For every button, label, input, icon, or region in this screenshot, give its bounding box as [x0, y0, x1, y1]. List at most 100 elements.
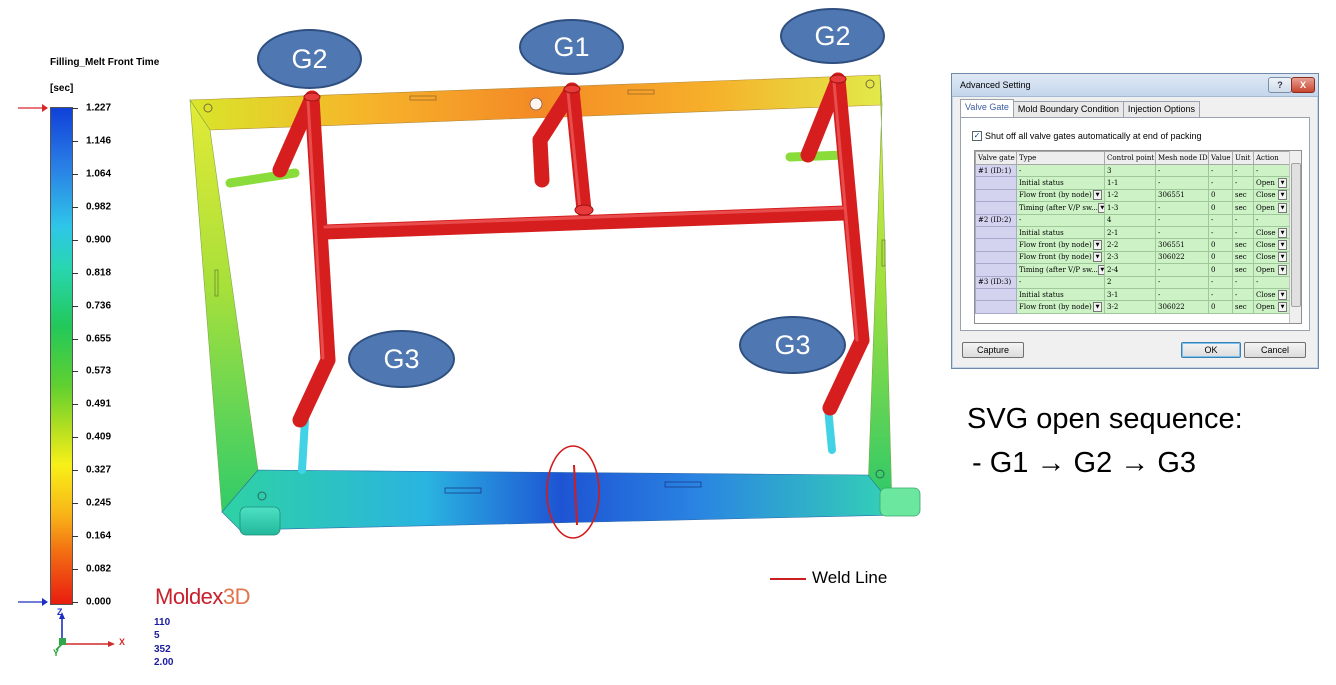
cell-value[interactable]: 0 — [1208, 238, 1233, 252]
cell-value[interactable]: - — [1208, 213, 1233, 227]
cell-control[interactable]: 2-4 — [1104, 263, 1156, 277]
table-row[interactable]: #3 (ID:3)-2---- — [975, 275, 1290, 289]
cell-mesh[interactable]: - — [1155, 176, 1209, 190]
cell-type[interactable]: Flow front (by node)▼ — [1016, 188, 1105, 203]
cell-action[interactable]: Close▼ — [1253, 225, 1290, 240]
cell-unit[interactable]: - — [1232, 176, 1254, 190]
dropdown-arrow-icon[interactable]: ▼ — [1278, 301, 1287, 312]
cell-unit[interactable]: sec — [1232, 201, 1254, 215]
dropdown-arrow-icon[interactable]: ▼ — [1278, 178, 1287, 189]
cell-gate[interactable]: #1 (ID:1) — [975, 163, 1017, 178]
cell-control[interactable]: 1-3 — [1104, 201, 1156, 215]
cell-action[interactable]: Close▼ — [1253, 188, 1290, 203]
cell-type[interactable]: Timing (after V/P sw...▼ — [1016, 263, 1105, 277]
cell-type[interactable]: - — [1016, 213, 1105, 227]
cell-unit[interactable]: - — [1232, 163, 1254, 178]
cell-mesh[interactable]: - — [1155, 163, 1209, 178]
cell-action[interactable]: Close▼ — [1253, 250, 1290, 265]
cell-unit[interactable]: - — [1232, 275, 1254, 289]
dropdown-arrow-icon[interactable]: ▼ — [1278, 202, 1287, 213]
cell-action[interactable]: Close▼ — [1253, 287, 1290, 302]
close-button[interactable]: X — [1291, 77, 1315, 93]
cell-gate[interactable] — [975, 225, 1017, 240]
cell-gate[interactable] — [975, 188, 1017, 203]
cell-type[interactable]: Timing (after V/P sw...▼ — [1016, 201, 1105, 215]
cell-unit[interactable]: sec — [1232, 263, 1254, 277]
cell-action[interactable]: - — [1253, 163, 1290, 178]
cell-action[interactable]: Open▼ — [1253, 201, 1290, 215]
cell-gate[interactable] — [975, 263, 1017, 277]
dropdown-arrow-icon[interactable]: ▼ — [1278, 252, 1287, 263]
cell-control[interactable]: 1-2 — [1104, 188, 1156, 203]
cell-gate[interactable]: #2 (ID:2) — [975, 213, 1017, 227]
dropdown-arrow-icon[interactable]: ▼ — [1097, 264, 1104, 275]
cell-value[interactable]: - — [1208, 176, 1233, 190]
cell-unit[interactable]: sec — [1232, 300, 1254, 314]
cell-value[interactable]: 0 — [1208, 300, 1233, 314]
table-row[interactable]: #2 (ID:2)-4---- — [975, 213, 1290, 227]
shutoff-checkbox[interactable]: ✓ — [972, 131, 982, 141]
tab-mold-boundary-condition[interactable]: Mold Boundary Condition — [1012, 101, 1124, 117]
cell-type[interactable]: - — [1016, 163, 1105, 178]
cell-mesh[interactable]: 306551 — [1155, 238, 1209, 252]
dropdown-arrow-icon[interactable]: ▼ — [1093, 301, 1102, 312]
cell-action[interactable]: Open▼ — [1253, 176, 1290, 190]
tab-injection-options[interactable]: Injection Options — [1122, 101, 1200, 117]
dropdown-arrow-icon[interactable]: ▼ — [1093, 252, 1102, 263]
cell-value[interactable]: 0 — [1208, 188, 1233, 203]
cell-value[interactable]: 0 — [1208, 250, 1233, 265]
cell-mesh[interactable]: - — [1155, 287, 1209, 302]
dropdown-arrow-icon[interactable]: ▼ — [1278, 264, 1287, 275]
cell-mesh[interactable]: 306022 — [1155, 300, 1209, 314]
cell-control[interactable]: 3 — [1104, 163, 1156, 178]
dropdown-arrow-icon[interactable]: ▼ — [1278, 227, 1287, 238]
cell-gate[interactable] — [975, 250, 1017, 265]
cell-unit[interactable]: sec — [1232, 238, 1254, 252]
cell-control[interactable]: 4 — [1104, 213, 1156, 227]
shutoff-checkbox-row[interactable]: ✓ Shut off all valve gates automatically… — [972, 131, 1201, 141]
cell-action[interactable]: - — [1253, 275, 1290, 289]
cell-control[interactable]: 3-1 — [1104, 287, 1156, 302]
cell-value[interactable]: 0 — [1208, 201, 1233, 215]
table-vertical-scrollbar[interactable] — [1289, 151, 1301, 323]
cell-action[interactable]: Close▼ — [1253, 238, 1290, 252]
cell-action[interactable]: Open▼ — [1253, 300, 1290, 314]
cell-action[interactable]: Open▼ — [1253, 263, 1290, 277]
cell-control[interactable]: 3-2 — [1104, 300, 1156, 314]
capture-button[interactable]: Capture — [962, 342, 1024, 358]
dropdown-arrow-icon[interactable]: ▼ — [1097, 202, 1104, 213]
cell-value[interactable]: 0 — [1208, 263, 1233, 277]
cell-mesh[interactable]: - — [1155, 201, 1209, 215]
cell-control[interactable]: 2-1 — [1104, 225, 1156, 240]
cell-gate[interactable]: #3 (ID:3) — [975, 275, 1017, 289]
cell-type[interactable]: Initial status — [1016, 176, 1105, 190]
cell-type[interactable]: Flow front (by node)▼ — [1016, 300, 1105, 314]
cell-mesh[interactable]: - — [1155, 225, 1209, 240]
cell-value[interactable]: - — [1208, 163, 1233, 178]
table-row[interactable]: #1 (ID:1)-3---- — [975, 163, 1290, 178]
cell-mesh[interactable]: - — [1155, 275, 1209, 289]
cell-unit[interactable]: sec — [1232, 250, 1254, 265]
dialog-titlebar[interactable]: Advanced Setting ? X — [952, 74, 1318, 97]
cell-unit[interactable]: - — [1232, 287, 1254, 302]
dropdown-arrow-icon[interactable]: ▼ — [1093, 240, 1102, 251]
cell-unit[interactable]: sec — [1232, 188, 1254, 203]
cell-gate[interactable] — [975, 300, 1017, 314]
cell-type[interactable]: - — [1016, 275, 1105, 289]
cell-value[interactable]: - — [1208, 275, 1233, 289]
dropdown-arrow-icon[interactable]: ▼ — [1278, 289, 1287, 300]
dropdown-arrow-icon[interactable]: ▼ — [1093, 190, 1102, 201]
dropdown-arrow-icon[interactable]: ▼ — [1278, 240, 1287, 251]
cell-mesh[interactable]: 306551 — [1155, 188, 1209, 203]
cell-unit[interactable]: - — [1232, 225, 1254, 240]
tab-valve-gate[interactable]: Valve Gate — [960, 99, 1014, 117]
cell-gate[interactable] — [975, 176, 1017, 190]
cell-type[interactable]: Flow front (by node)▼ — [1016, 250, 1105, 265]
